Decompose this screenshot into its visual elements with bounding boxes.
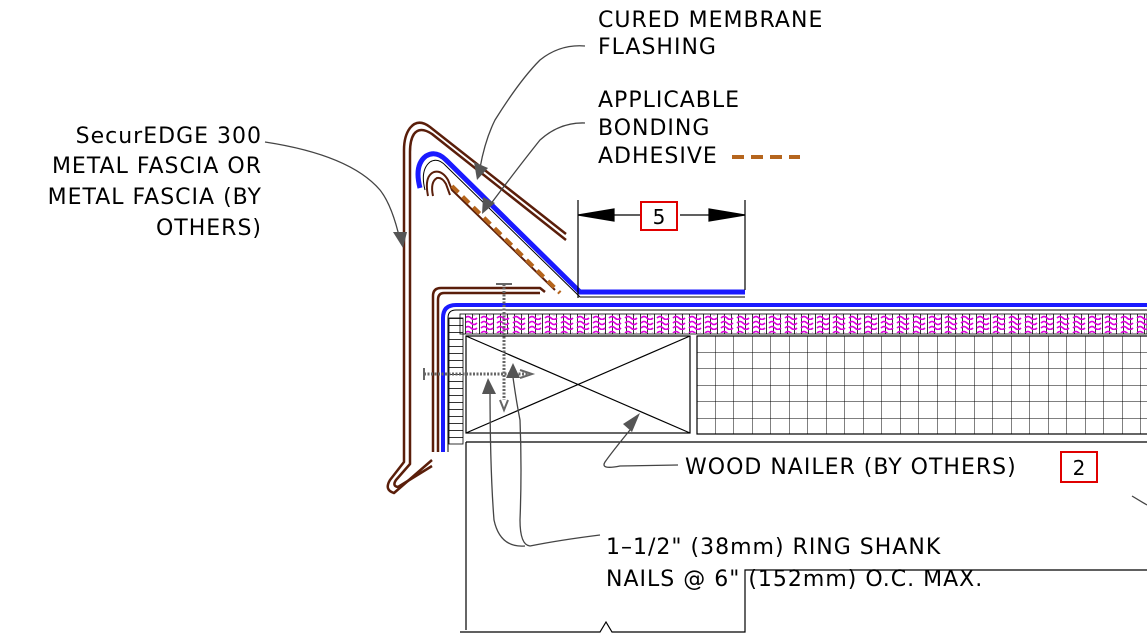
dimension-line bbox=[577, 200, 746, 298]
membrane-flashing bbox=[415, 151, 745, 298]
wood-nailer-tag-box bbox=[1060, 451, 1098, 483]
dimension-tag-box bbox=[640, 201, 678, 231]
label-wood-nailer: WOOD NAILER (BY OTHERS) bbox=[685, 455, 1017, 480]
svg-text:NAILS @ 6" (152mm) O.C. MAX.: NAILS @ 6" (152mm) O.C. MAX. bbox=[606, 567, 983, 592]
metal-fascia-profile bbox=[386, 121, 567, 495]
label-cured-membrane: CURED MEMBRANE FLASHING bbox=[598, 8, 823, 60]
svg-text:BONDING: BONDING bbox=[598, 116, 710, 141]
svg-text:SecurEDGE 300: SecurEDGE 300 bbox=[76, 124, 262, 149]
leader-arrowheads bbox=[393, 162, 640, 432]
bonding-adhesive-line bbox=[450, 184, 562, 295]
svg-text:ADHESIVE: ADHESIVE bbox=[598, 144, 718, 169]
label-fascia: SecurEDGE 300 METAL FASCIA OR METAL FASC… bbox=[48, 124, 262, 241]
svg-text:FLASHING: FLASHING bbox=[598, 35, 717, 60]
wood-nailer-tag: 2 bbox=[1073, 456, 1086, 480]
adhesive-wave-layer bbox=[466, 315, 1147, 333]
cured-membrane-field bbox=[441, 303, 1147, 452]
offscreen-leader bbox=[1131, 495, 1147, 506]
leader-lines bbox=[264, 45, 679, 547]
label-bonding-adhesive: APPLICABLE BONDING ADHESIVE bbox=[598, 88, 740, 169]
svg-text:OTHERS): OTHERS) bbox=[156, 216, 262, 241]
label-nails: 1–1/2" (38mm) RING SHANK NAILS @ 6" (152… bbox=[606, 535, 983, 592]
cured-membrane-field-edge bbox=[447, 309, 1147, 452]
insulation-board bbox=[696, 335, 1147, 435]
fascia-cleat bbox=[425, 170, 556, 291]
dimension-tag: 5 bbox=[653, 205, 666, 229]
roof-deck-substrate bbox=[460, 441, 1147, 633]
svg-text:1–1/2" (38mm) RING SHANK: 1–1/2" (38mm) RING SHANK bbox=[606, 535, 941, 560]
ring-shank-nail-vertical bbox=[496, 283, 512, 413]
wood-nailer-block bbox=[465, 335, 691, 434]
svg-text:WOOD NAILER (BY OTHERS): WOOD NAILER (BY OTHERS) bbox=[685, 455, 1017, 480]
svg-text:METAL FASCIA (BY: METAL FASCIA (BY bbox=[48, 185, 262, 210]
svg-text:CURED MEMBRANE: CURED MEMBRANE bbox=[598, 8, 823, 33]
svg-text:METAL FASCIA OR: METAL FASCIA OR bbox=[52, 154, 262, 179]
svg-text:APPLICABLE: APPLICABLE bbox=[598, 88, 740, 113]
